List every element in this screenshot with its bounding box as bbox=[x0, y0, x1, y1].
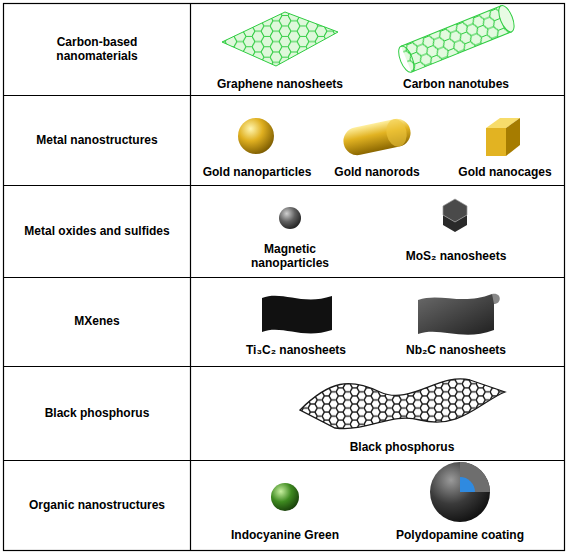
polydopamine-particle bbox=[430, 462, 490, 522]
caption: Magnetic nanoparticles bbox=[240, 242, 340, 271]
caption: Carbon nanotubes bbox=[391, 77, 521, 91]
caption: Black phosphorus bbox=[327, 440, 477, 454]
magnetic-nanoparticle bbox=[279, 207, 301, 229]
carbon-nanotube bbox=[395, 3, 517, 74]
black-phosphorus-lattice bbox=[300, 379, 505, 429]
caption: Gold nanocages bbox=[455, 165, 555, 179]
caption: Graphene nanosheets bbox=[215, 77, 345, 91]
caption: Indocyanine Green bbox=[220, 528, 350, 542]
gold-nanorod bbox=[341, 116, 413, 158]
category-cell: Organic nanostructures bbox=[9, 498, 185, 512]
category-cell: Black phosphorus bbox=[12, 406, 182, 420]
graphene-sheet bbox=[222, 12, 338, 66]
gold-nanocage bbox=[486, 118, 520, 156]
caption: Gold nanoparticles bbox=[197, 165, 317, 179]
gold-nanoparticle bbox=[238, 118, 274, 154]
caption: Nb₂C nanosheets bbox=[391, 343, 521, 357]
category-cell: Carbon-based nanomaterials bbox=[27, 35, 167, 64]
caption: MoS₂ nanosheets bbox=[391, 249, 521, 263]
category-cell: Metal nanostructures bbox=[12, 133, 182, 147]
category-cell: Metal oxides and sulfides bbox=[9, 224, 185, 238]
category-cell: MXenes bbox=[12, 314, 182, 328]
ti3c2-sheet bbox=[262, 296, 332, 334]
caption: Gold nanorods bbox=[327, 165, 427, 179]
table-grid bbox=[4, 4, 565, 551]
caption: Ti₃C₂ nanosheets bbox=[231, 343, 361, 357]
mos2-sheet bbox=[443, 199, 467, 232]
nb2c-sheet bbox=[418, 294, 500, 335]
icg-sphere bbox=[271, 483, 299, 511]
caption: Polydopamine coating bbox=[385, 528, 535, 542]
